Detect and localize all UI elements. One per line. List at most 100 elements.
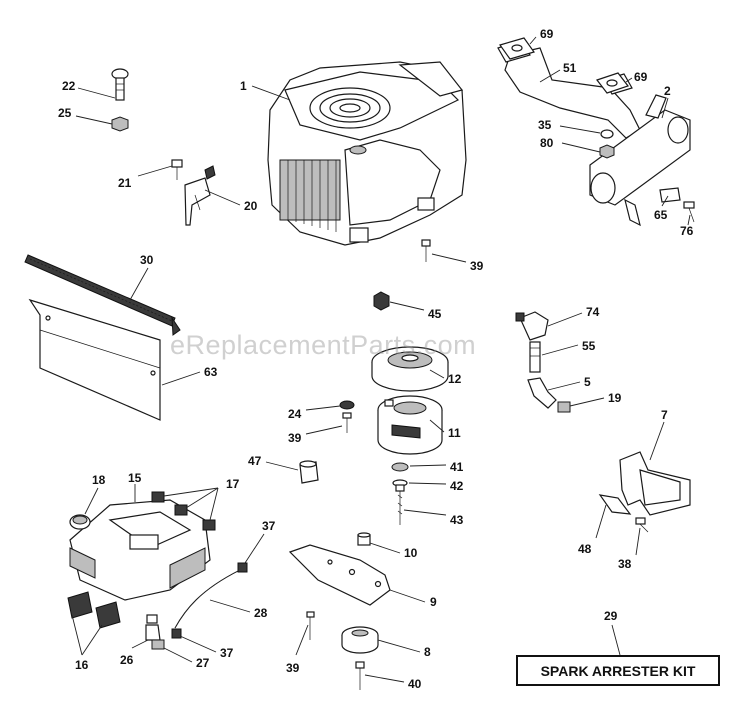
callout-label: 39 <box>470 259 484 273</box>
callout-label: 11 <box>448 426 461 440</box>
callout-label: 16 <box>75 658 89 672</box>
callout-48: 48 <box>578 504 607 556</box>
callout-1: 1 <box>240 79 291 101</box>
callout-40: 40 <box>364 674 422 691</box>
callout-11: 11 <box>429 419 461 440</box>
callout-25: 25 <box>58 106 113 125</box>
callout-label: 42 <box>450 479 464 493</box>
callout-label: 41 <box>450 460 464 474</box>
callout-37a: 37 <box>244 519 276 564</box>
watermark-text: eReplacementParts.com <box>170 330 477 360</box>
gasket-part-69b <box>596 72 629 94</box>
callout-label: 12 <box>448 372 462 386</box>
callout-47: 47 <box>248 454 299 471</box>
callout-label: 65 <box>654 208 668 222</box>
callout-65: 65 <box>654 195 669 222</box>
muffler-part <box>589 94 691 227</box>
nut-part-45 <box>373 291 390 311</box>
bolt-part-39-upper <box>421 239 431 262</box>
callout-24: 24 <box>288 405 341 421</box>
callout-label: 38 <box>618 557 632 571</box>
spacer-part-10 <box>357 532 371 546</box>
callout-label: 63 <box>204 365 218 379</box>
clutch-part-11 <box>377 395 443 455</box>
callout-label: 48 <box>578 542 592 556</box>
screw-part-38 <box>635 517 649 533</box>
spark-arrester-kit-label: SPARK ARRESTER KIT <box>540 662 696 679</box>
callout-label: 19 <box>608 391 622 405</box>
callout-76: 76 <box>680 214 694 238</box>
callout-17: 17 <box>163 477 240 521</box>
bracket-part-7 <box>619 451 691 516</box>
spark-arrester-kit-box: SPARK ARRESTER KIT <box>516 655 720 686</box>
callout-label: 80 <box>540 136 554 150</box>
callout-label: 43 <box>450 513 464 527</box>
clamp-part-37b <box>171 628 182 639</box>
callout-label: 20 <box>244 199 258 213</box>
callout-label: 35 <box>538 118 552 132</box>
fitting-part-19 <box>557 401 571 413</box>
callout-label: 40 <box>408 677 422 691</box>
callout-18: 18 <box>84 473 106 515</box>
pulley-part-12 <box>371 346 449 392</box>
callout-39c: 39 <box>286 624 309 675</box>
kit-leader <box>611 624 621 656</box>
callout-51: 51 <box>539 61 577 83</box>
callout-label: 9 <box>430 595 437 609</box>
fuel-line-part-28 <box>174 569 241 629</box>
nut-part-80 <box>599 144 615 159</box>
callout-8: 8 <box>377 639 431 659</box>
fitting-part-27 <box>151 639 165 650</box>
bracket-part-9 <box>288 544 391 606</box>
exhaust-bracket-part-65 <box>659 187 681 203</box>
callout-15: 15 <box>128 471 142 502</box>
callout-label: 30 <box>140 253 154 267</box>
pads-part-16 <box>67 591 121 629</box>
engine-cooling-fins <box>279 159 341 232</box>
callout-35: 35 <box>538 118 601 134</box>
pads-part-17 <box>151 491 216 531</box>
spacer-part-47 <box>299 460 319 484</box>
callout-7: 7 <box>649 408 668 461</box>
screw-part-76 <box>683 201 695 223</box>
callout-label: 45 <box>428 307 442 321</box>
bolt-part-39-lower <box>306 611 315 640</box>
callout-label: 5 <box>584 375 591 389</box>
callout-45: 45 <box>389 301 442 321</box>
callout-label: 2 <box>664 84 671 98</box>
callout-label: 21 <box>118 176 132 190</box>
callout-label: 29 <box>604 609 618 623</box>
callout-label: 28 <box>254 606 268 620</box>
callout-label: 15 <box>128 471 142 485</box>
belt-shield-part <box>28 298 161 421</box>
pulley-part-8 <box>341 626 379 654</box>
callout-label: 24 <box>288 407 302 421</box>
callout-37b: 37 <box>179 635 234 660</box>
washer-part-24 <box>339 400 355 410</box>
callout-label: 69 <box>540 27 554 41</box>
callout-label: 47 <box>248 454 262 468</box>
belt-part <box>24 254 181 336</box>
callout-55: 55 <box>541 339 596 356</box>
callout-label: 69 <box>634 70 648 84</box>
callout-label: 74 <box>586 305 600 319</box>
callout-29: 29 <box>604 609 618 623</box>
callout-5: 5 <box>547 375 591 391</box>
callout-16: 16 <box>71 614 103 672</box>
callout-label: 8 <box>424 645 431 659</box>
callout-label: 37 <box>262 519 276 533</box>
clamp-part-37a <box>237 562 248 573</box>
bolt-part-39-middle <box>342 412 352 433</box>
elbow-part-74 <box>515 311 549 341</box>
callout-27: 27 <box>163 647 210 670</box>
callout-28: 28 <box>209 599 268 620</box>
callout-label: 1 <box>240 79 247 93</box>
callout-69b: 69 <box>625 70 648 84</box>
bolt-part-40 <box>355 661 365 690</box>
cap-part-18 <box>69 514 91 530</box>
callout-30: 30 <box>129 253 154 301</box>
callout-39a: 39 <box>431 253 484 273</box>
callout-label: 18 <box>92 473 106 487</box>
callout-41: 41 <box>409 460 464 474</box>
